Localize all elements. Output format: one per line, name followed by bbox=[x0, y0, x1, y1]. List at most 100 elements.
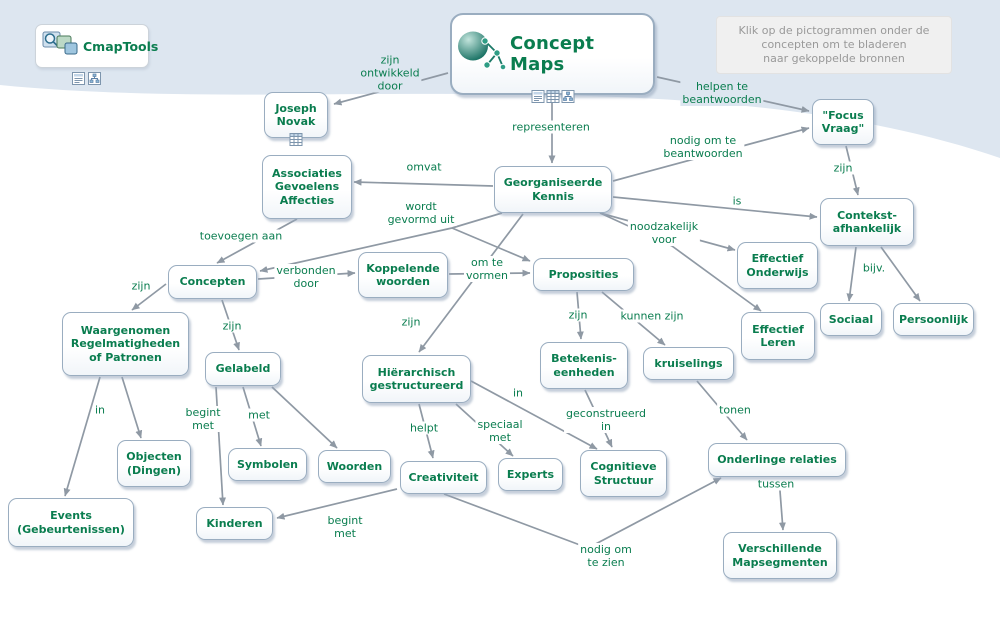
edge-line bbox=[599, 212, 762, 312]
edge-line bbox=[880, 246, 921, 302]
sitemap-icon[interactable] bbox=[88, 70, 101, 85]
node-label: Koppelende woorden bbox=[366, 261, 440, 289]
cmaptools-logo: CmapTools bbox=[35, 24, 158, 68]
edge-line bbox=[271, 386, 338, 449]
link-label: geconstrueerd in bbox=[564, 407, 648, 433]
edge-line bbox=[470, 380, 598, 450]
node-creativiteit[interactable]: Creativiteit bbox=[400, 461, 487, 494]
node-symbolen[interactable]: Symbolen bbox=[228, 448, 307, 481]
link-label: wordt gevormd uit bbox=[385, 200, 457, 226]
sitemap-icon[interactable] bbox=[561, 88, 574, 103]
concept-sphere-icon bbox=[456, 26, 507, 82]
node-persoonlijk[interactable]: Persoonlijk bbox=[893, 303, 974, 336]
node-label: kruiselings bbox=[654, 356, 723, 370]
link-label: zijn bbox=[399, 315, 423, 329]
node-label: Hiërarchisch gestructureerd bbox=[369, 365, 464, 393]
cmaptools-logo-icon bbox=[42, 29, 78, 63]
node-associaties-gevoelens-affecties[interactable]: Associaties Gevoelens Affecties bbox=[262, 155, 352, 219]
node-label: Events (Gebeurtenissen) bbox=[17, 509, 125, 536]
node-effectief-onderwijs[interactable]: Effectief Onderwijs bbox=[737, 242, 818, 289]
node-label: Effectief Onderwijs bbox=[746, 252, 809, 279]
table-icon[interactable] bbox=[546, 88, 559, 103]
node-label: Sociaal bbox=[828, 312, 874, 326]
link-label: in bbox=[92, 403, 108, 417]
table-icon[interactable] bbox=[289, 131, 303, 146]
node-verschillende-mapsegmenten[interactable]: Verschillende Mapsegmenten bbox=[723, 532, 837, 579]
node-concepten[interactable]: Concepten bbox=[168, 265, 257, 299]
link-label: zijn bbox=[566, 308, 590, 322]
node-experts[interactable]: Experts bbox=[498, 458, 563, 491]
link-label: verbonden door bbox=[274, 264, 338, 290]
node-contekst-afhankelijk[interactable]: Contekst- afhankelijk bbox=[820, 198, 914, 246]
edge-line bbox=[121, 376, 143, 439]
cmaptools-logo-text: CmapTools bbox=[83, 38, 159, 54]
link-label: tonen bbox=[717, 403, 753, 417]
node-onderlinge-relaties[interactable]: Onderlinge relaties bbox=[708, 443, 846, 477]
link-label: kunnen zijn bbox=[618, 309, 686, 323]
node-concept-maps[interactable]: Concept Maps bbox=[450, 13, 655, 95]
node-label: Objecten (Dingen) bbox=[126, 450, 182, 477]
document-icon[interactable] bbox=[72, 70, 85, 85]
node-label: Effectief Leren bbox=[752, 322, 804, 350]
info-box: Klik op de pictogrammen onder de concept… bbox=[716, 16, 952, 74]
node-kinderen[interactable]: Kinderen bbox=[196, 507, 273, 540]
edge-line bbox=[612, 196, 818, 220]
node-label: Gelabeld bbox=[215, 362, 271, 376]
node-sociaal[interactable]: Sociaal bbox=[820, 303, 882, 336]
node-joseph-novak[interactable]: Joseph Novak bbox=[264, 92, 328, 138]
node-label: Betekenis- eenheden bbox=[551, 352, 617, 379]
node-woorden[interactable]: Woorden bbox=[318, 450, 391, 483]
node-label: Creativiteit bbox=[408, 470, 479, 484]
node-koppelende-woorden[interactable]: Koppelende woorden bbox=[358, 252, 448, 298]
edge-line bbox=[451, 227, 531, 262]
node-label: Experts bbox=[506, 467, 555, 481]
document-icon[interactable] bbox=[531, 88, 544, 103]
node-label: Onderlinge relaties bbox=[717, 453, 837, 467]
node-georganiseerde-kennis[interactable]: Georganiseerde Kennis bbox=[494, 166, 612, 213]
edge-line bbox=[63, 376, 101, 497]
node-hierarchisch-gestructureerd[interactable]: Hiërarchisch gestructureerd bbox=[362, 355, 471, 403]
node-label: Associaties Gevoelens Affecties bbox=[272, 166, 342, 207]
link-label: tussen bbox=[755, 477, 797, 491]
node-gelabeld[interactable]: Gelabeld bbox=[205, 352, 281, 386]
link-label: in bbox=[510, 386, 526, 400]
node-effectief-leren[interactable]: Effectief Leren bbox=[741, 312, 815, 360]
node-events-gebeurtenissen[interactable]: Events (Gebeurtenissen) bbox=[8, 498, 134, 547]
link-label: zijn bbox=[831, 161, 855, 175]
node-waargenomen-regelmatigheden[interactable]: Waargenomen Regelmatigheden of Patronen bbox=[62, 312, 189, 376]
link-label: nodig om te zien bbox=[578, 543, 634, 569]
link-label: representeren bbox=[510, 120, 592, 134]
resource-icons bbox=[531, 88, 574, 103]
node-label: Persoonlijk bbox=[898, 312, 969, 326]
node-label: "Focus Vraag" bbox=[821, 108, 865, 136]
node-betekenis-eenheden[interactable]: Betekenis- eenheden bbox=[540, 342, 628, 389]
link-label: helpen te beantwoorden bbox=[680, 80, 764, 106]
node-kruiselings[interactable]: kruiselings bbox=[643, 347, 734, 380]
logo-resource-icons bbox=[72, 70, 101, 85]
link-label: zijn bbox=[129, 279, 153, 293]
link-label: is bbox=[730, 194, 744, 208]
node-label: Cognitieve Structuur bbox=[590, 460, 657, 487]
node-label: Kinderen bbox=[206, 516, 263, 530]
edge-line bbox=[846, 246, 857, 302]
link-label: begint met bbox=[325, 514, 365, 540]
edge-line bbox=[353, 178, 494, 187]
node-label: Verschillende Mapsegmenten bbox=[732, 542, 828, 569]
link-label: helpt bbox=[407, 421, 441, 435]
node-label: Proposities bbox=[548, 267, 619, 281]
link-label: zijn ontwikkeld door bbox=[358, 53, 422, 93]
link-label: met bbox=[246, 408, 272, 422]
node-proposities[interactable]: Proposities bbox=[533, 258, 634, 291]
node-cognitieve-structuur[interactable]: Cognitieve Structuur bbox=[580, 450, 667, 497]
node-objecten-dingen[interactable]: Objecten (Dingen) bbox=[117, 440, 191, 487]
link-label: speciaal met bbox=[475, 418, 525, 444]
resource-icons bbox=[289, 131, 303, 146]
map-title: Concept Maps bbox=[510, 33, 595, 75]
node-focus-vraag[interactable]: "Focus Vraag" bbox=[812, 99, 874, 145]
node-label: Concepten bbox=[179, 275, 246, 289]
link-label: zijn bbox=[220, 319, 244, 333]
node-label: Woorden bbox=[326, 459, 383, 473]
link-label: toevoegen aan bbox=[197, 229, 285, 243]
link-label: begint met bbox=[183, 406, 223, 432]
